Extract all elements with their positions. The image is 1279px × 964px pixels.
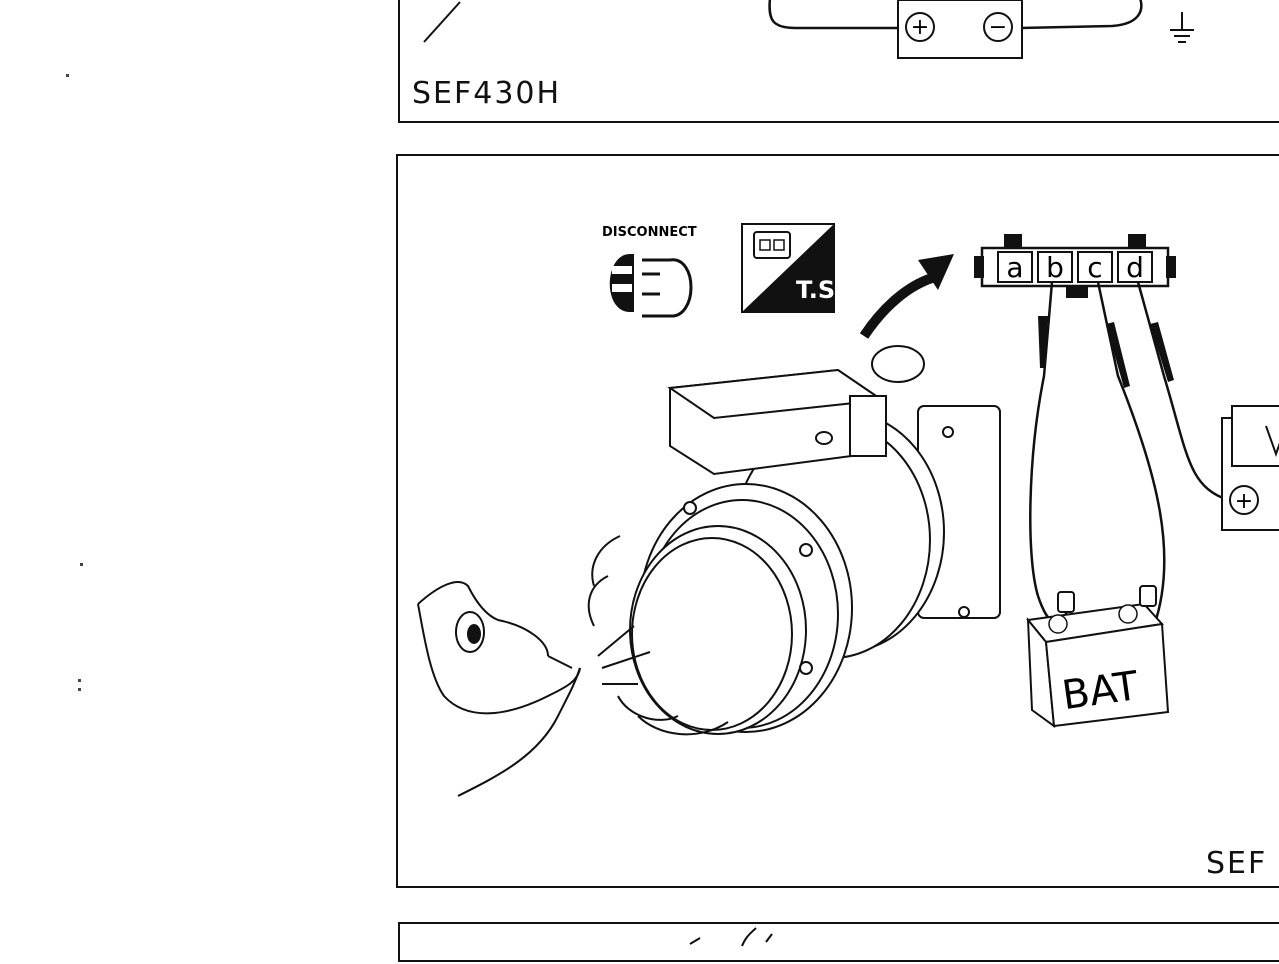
plus-terminal-icon [905, 12, 935, 42]
margin-speck [78, 679, 81, 682]
top-figure-drawing: + − [423, 0, 1194, 59]
battery-minus-icon [1118, 604, 1138, 624]
voltmeter [1221, 405, 1279, 531]
main-figure-panel: DISCONNECT T.S. [396, 154, 1279, 888]
disconnect-text: DISCONNECT [602, 225, 697, 240]
meter-plus-label: + [1235, 489, 1253, 514]
probe-leads [1029, 281, 1229, 627]
margin-speck [78, 688, 81, 691]
wire-left [768, 0, 900, 30]
terminal-a-label: a [1006, 251, 1023, 284]
margin-speck [80, 563, 83, 566]
disconnect-connector-icon [609, 254, 693, 318]
ground-icon [1170, 12, 1194, 43]
bottom-figure-panel [398, 922, 1279, 962]
margin-speck [66, 74, 69, 77]
figure-code-top: SEF430H [412, 76, 562, 111]
bottom-figure-drawing [689, 927, 773, 947]
probe-lead-line [423, 1, 461, 43]
blowing-face-illustration [417, 535, 729, 797]
battery-label: BAT [1059, 663, 1141, 719]
battery-plus-icon [1048, 614, 1068, 634]
probe-tips [1038, 316, 1174, 388]
wire-right [1019, 0, 1143, 30]
mass-air-flow-sensor [629, 345, 1001, 735]
figure-code-main: SEF [1206, 846, 1268, 881]
arrow-shaft [859, 273, 934, 339]
ts-label: T.S. [796, 276, 844, 304]
terminal-b-label: b [1046, 251, 1064, 284]
battery [1026, 585, 1170, 729]
terminal-d-label: d [1126, 251, 1144, 284]
mass-air-flow-sensor-diagram: DISCONNECT T.S. [417, 223, 1279, 797]
plus-terminal-label: + [911, 15, 929, 40]
minus-terminal-label: − [989, 15, 1007, 40]
ts-badge-icon [741, 223, 835, 313]
minus-terminal-icon [983, 12, 1013, 42]
terminal-c-label: c [1087, 251, 1102, 284]
harness-connector [974, 234, 1176, 298]
meter-plus-terminal-icon [1229, 485, 1259, 515]
arrow-head-icon [918, 254, 954, 290]
top-figure-panel: + − SEF430H [398, 0, 1279, 123]
